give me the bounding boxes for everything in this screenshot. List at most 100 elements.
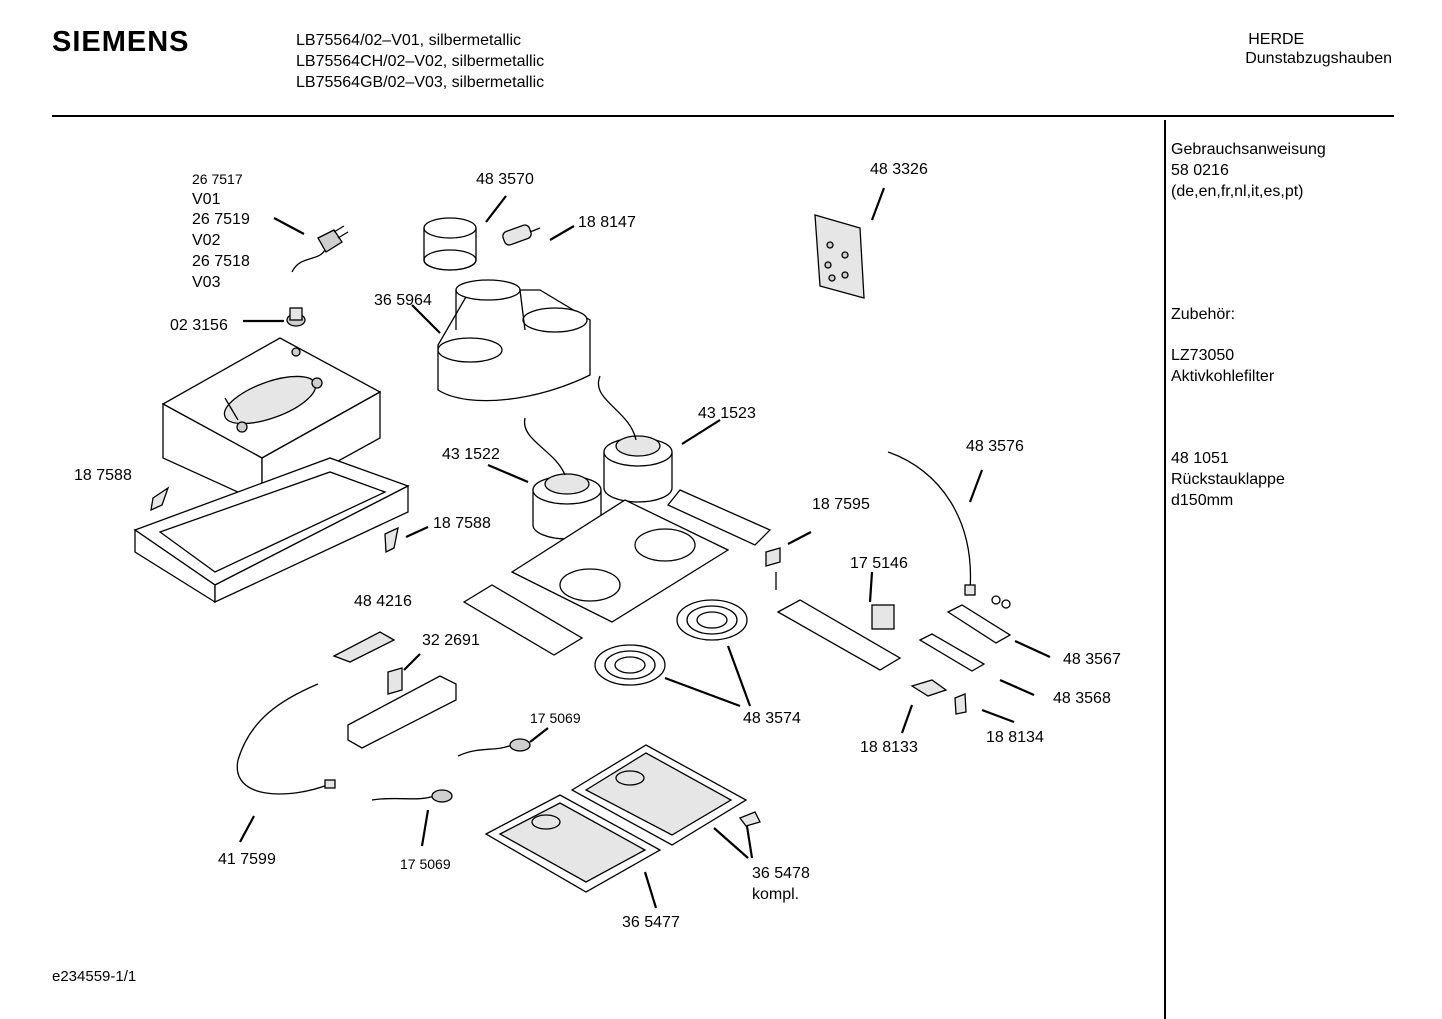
motor-left-part <box>523 417 602 540</box>
clip-part <box>150 486 170 512</box>
small-catch-part <box>954 693 967 715</box>
leader-line <box>681 419 721 445</box>
model-line-1: LB75564/02–V01, silbermetallic <box>296 32 522 49</box>
exploded-view-diagram: 26 7517 V01 26 7519 V02 26 7518 V03 02 3… <box>74 161 1121 931</box>
leader-line <box>239 815 255 843</box>
part-label: 17 5146 <box>850 555 908 572</box>
category-main: HERDE <box>1248 31 1305 48</box>
part-label: 32 2691 <box>422 632 480 649</box>
manual-languages: (de,en,fr,nl,it,es,pt) <box>1171 183 1304 200</box>
leader-line <box>787 531 812 545</box>
light-panel-part <box>347 675 457 749</box>
capacitor-part <box>502 224 541 246</box>
manual-title: Gebrauchsanweisung <box>1171 141 1326 158</box>
variant-label: V01 <box>192 191 221 208</box>
part-label: 18 7588 <box>433 515 491 532</box>
leader-line <box>868 571 874 603</box>
accessory-1: LZ73050 Aktivkohlefilter <box>1171 345 1274 387</box>
leader-line <box>411 304 441 334</box>
leader-line <box>487 463 529 484</box>
part-label: 18 7588 <box>74 467 132 484</box>
part-label: 36 5478 <box>752 865 810 882</box>
accessory-1-name: Aktivkohlefilter <box>1171 368 1275 385</box>
leader-line <box>405 525 429 539</box>
accessories-title: Zubehör: <box>1171 306 1236 323</box>
leader-line <box>485 195 507 223</box>
part-label: 48 3567 <box>1063 651 1121 668</box>
part-label: 48 3570 <box>476 171 534 188</box>
small-clip-part <box>910 679 948 697</box>
leader-line <box>968 469 984 503</box>
profile-strip-part <box>462 584 584 656</box>
manual-number: 58 0216 <box>1171 162 1229 179</box>
leader-line <box>870 187 886 221</box>
leader-line <box>273 217 305 235</box>
leader-line <box>403 653 421 671</box>
adapter-ring-part <box>423 217 477 271</box>
leader-line <box>643 871 658 909</box>
model-line-2: LB75564CH/02–V02, silbermetallic <box>296 53 545 70</box>
model-line-3: LB75564GB/02–V03, silbermetallic <box>296 74 545 91</box>
grille-left-part <box>594 644 666 686</box>
part-label: 18 7595 <box>812 496 870 513</box>
relay-part <box>871 604 895 630</box>
accessory-2-code: 48 1051 <box>1171 450 1229 467</box>
header-divider <box>52 115 1394 117</box>
accessory-2: 48 1051 Rückstauklappe d150mm <box>1171 448 1285 511</box>
switch-bracket-part <box>946 604 1012 644</box>
part-label: 18 8133 <box>860 739 918 756</box>
part-label: 26 7517 <box>192 171 243 187</box>
part-label: 36 5964 <box>374 292 432 309</box>
leader-line <box>549 225 575 241</box>
accessory-2-name: Rückstauklappe <box>1171 471 1285 488</box>
parts-bag-part <box>814 214 865 299</box>
filter-clip-part <box>738 811 761 827</box>
accessory-2-size: d150mm <box>1171 492 1234 509</box>
leader-line <box>981 708 1015 724</box>
part-label: 26 7518 <box>192 253 250 270</box>
mounting-bracket-part <box>776 599 902 671</box>
leader-line <box>726 645 752 707</box>
part-label: 02 3156 <box>170 317 228 334</box>
grease-filter-right-part <box>570 744 748 846</box>
lamp-lower-part <box>371 789 453 803</box>
category-sub: Dunstabzugshauben <box>1245 50 1392 67</box>
grille-right-part <box>676 599 748 641</box>
hood-frame-part <box>133 457 410 604</box>
part-label: 48 3568 <box>1053 690 1111 707</box>
leader-line <box>713 827 749 859</box>
bracket-clip-part <box>765 547 781 590</box>
manual-block: Gebrauchsanweisung 58 0216 (de,en,fr,nl,… <box>1171 139 1326 202</box>
part-label: 17 5069 <box>530 710 581 726</box>
wiring-harness-part <box>887 451 1011 609</box>
leader-line <box>1014 639 1051 659</box>
part-note: kompl. <box>752 886 799 903</box>
part-label: 26 7519 <box>192 211 250 228</box>
model-list: LB75564/02–V01, silbermetallic LB75564CH… <box>296 30 544 93</box>
part-label: 18 8147 <box>578 214 636 231</box>
part-label: 43 1523 <box>698 405 756 422</box>
variant-label: V03 <box>192 274 221 291</box>
accessory-1-code: LZ73050 <box>1171 347 1235 364</box>
document-id: e234559-1/1 <box>52 968 137 985</box>
part-label: 41 7599 <box>218 851 276 868</box>
power-cable-part <box>291 225 349 273</box>
air-duct-part <box>437 279 591 402</box>
leader-line <box>420 809 430 847</box>
brand-logo: SIEMENS <box>52 26 190 58</box>
part-label: 18 8134 <box>986 729 1044 746</box>
leader-line <box>999 678 1035 697</box>
leader-line <box>529 727 549 743</box>
part-label: 43 1522 <box>442 446 500 463</box>
light-cable-part <box>236 683 336 795</box>
clip-part <box>384 526 399 554</box>
knob-part <box>286 307 306 327</box>
leader-line <box>900 704 914 734</box>
part-label: 48 3326 <box>870 161 928 178</box>
motor-plate-part <box>510 489 772 623</box>
part-label: 48 3576 <box>966 438 1024 455</box>
sidebar-divider <box>1164 120 1166 1019</box>
grease-filter-left-part <box>484 794 662 893</box>
category-block: HERDE Dunstabzugshauben <box>1245 30 1392 68</box>
control-bracket-part <box>918 633 986 672</box>
